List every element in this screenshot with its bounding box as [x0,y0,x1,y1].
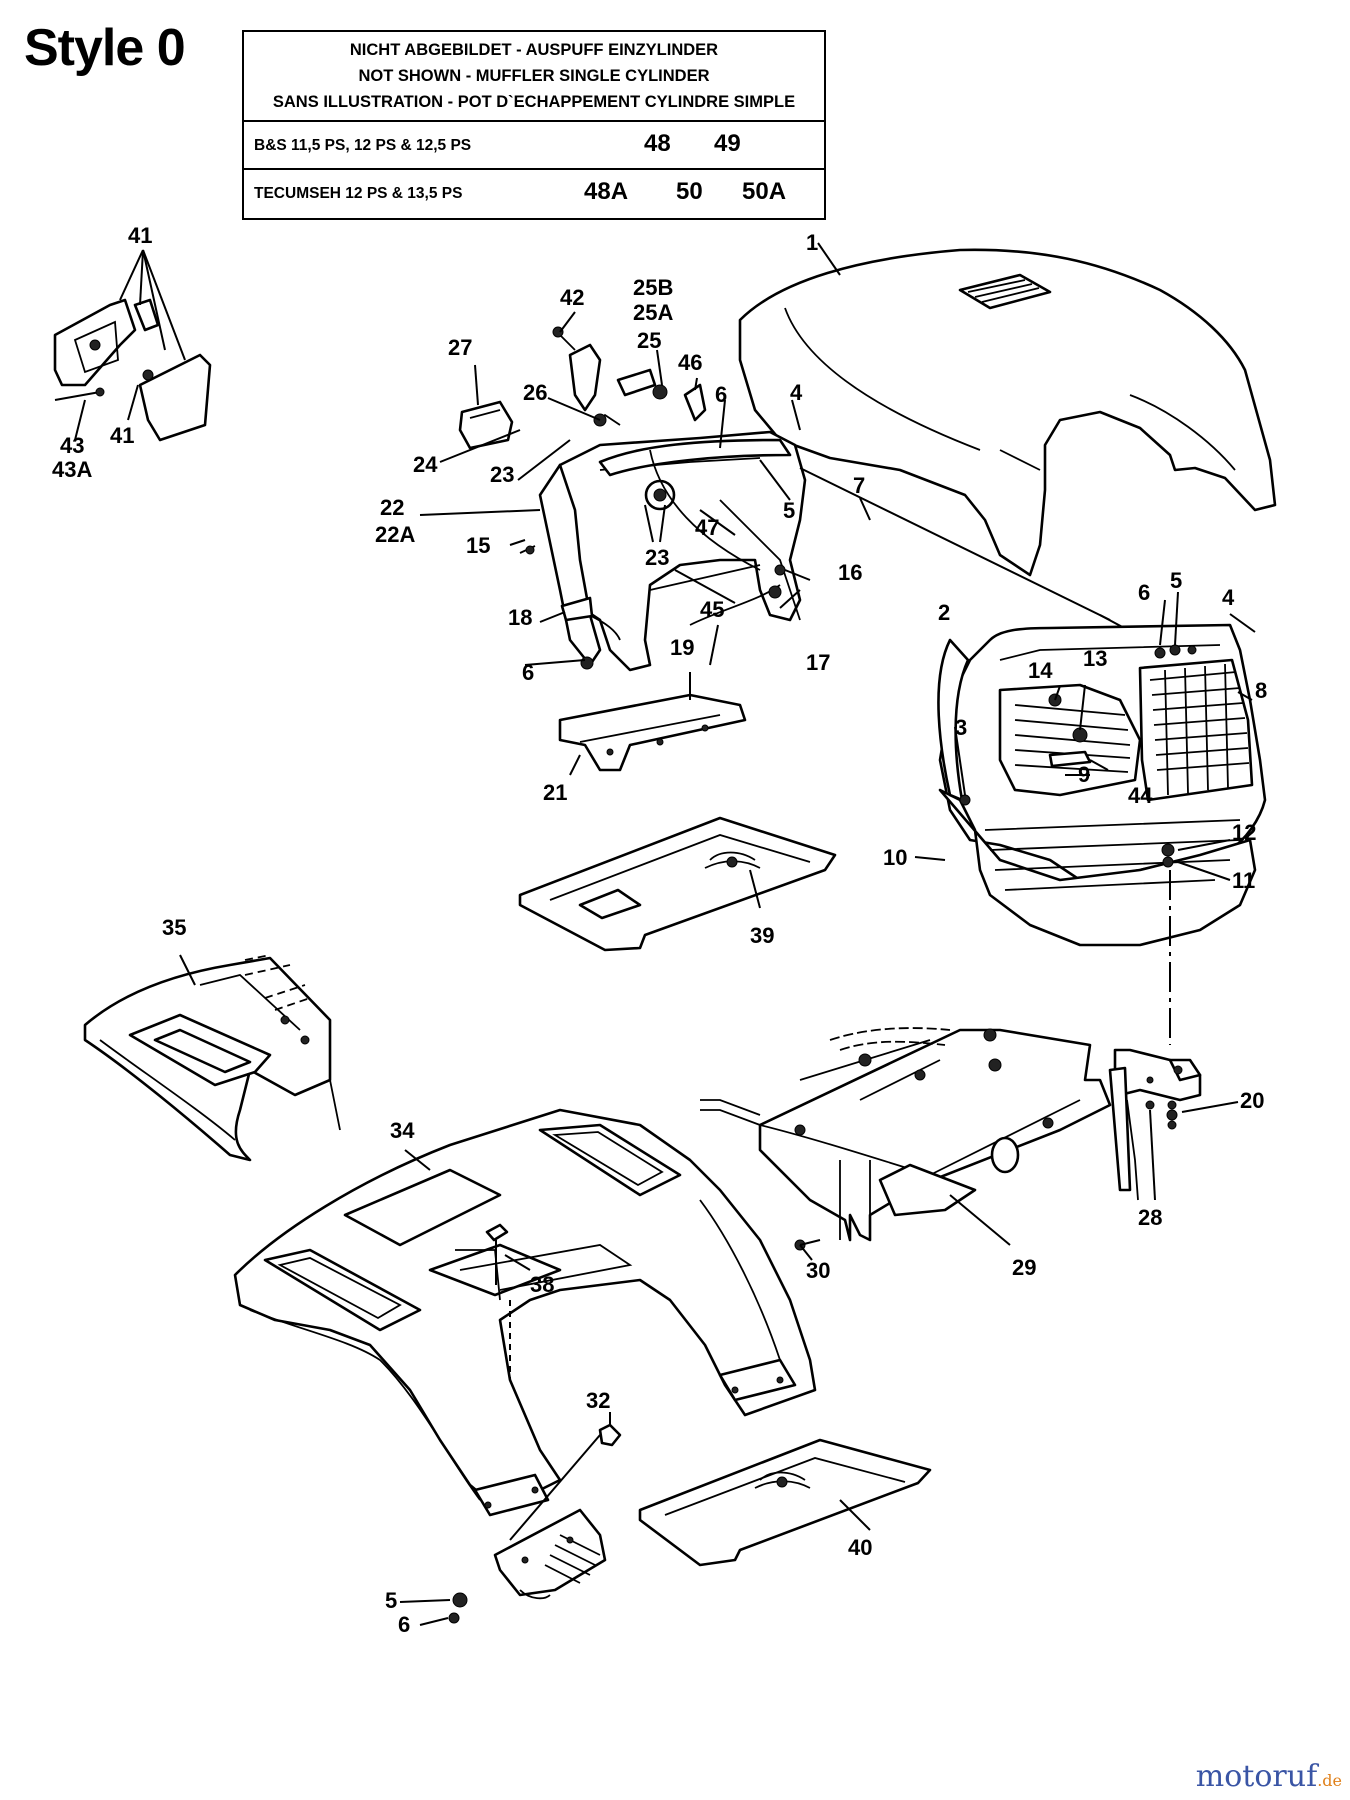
part-49: 49 [714,130,741,157]
callout-25B: 25B [633,275,673,300]
callout-11: 11 [1232,868,1255,893]
callout-41-leaders [74,249,186,441]
part-50A: 50A [742,178,787,205]
frame-part-29 [700,1027,1202,1251]
callout-34: 34 [390,1118,415,1143]
callout-9: 9 [1078,762,1090,787]
callout-5-c: 5 [385,1588,397,1613]
callout-17: 17 [806,650,830,675]
note-line-de: NICHT ABGEBILDET - AUSPUFF EINZYLINDER [349,41,719,59]
callout-25: 25 [637,328,661,353]
callout-43A: 43A [52,457,92,482]
callout-18: 18 [508,605,532,630]
callout-5-b: 5 [1170,568,1182,593]
callout-2: 2 [938,600,950,625]
bracket-41-assembly [53,298,212,442]
part-48A: 48A [584,178,629,205]
fender-part-34 [233,1108,817,1517]
callout-1: 1 [806,230,818,255]
note-row-bs: B&S 11,5 PS, 12 PS & 12,5 PS 48 49 [244,122,824,170]
callout-32: 32 [586,1388,610,1413]
page-title: Style 0 [24,19,186,77]
callout-labels: 1 2 3 4 4 5 5 5 6 6 6 6 7 8 9 10 11 12 1… [52,223,1267,1637]
callout-16: 16 [838,560,862,585]
plate-part-front [448,1423,622,1624]
callout-23-b: 23 [645,545,669,570]
callout-12: 12 [1232,820,1256,845]
callout-5-a: 5 [783,498,795,523]
cable-part-7 [799,467,1111,621]
callout-10: 10 [883,845,907,870]
callout-6-b: 6 [1138,580,1150,605]
callout-27: 27 [448,335,472,360]
callout-39: 39 [750,923,774,948]
callout-6-a: 6 [715,382,727,407]
watermark-brand: motoruf [1195,1759,1318,1794]
not-shown-note-table: NICHT ABGEBILDET - AUSPUFF EINZYLINDER N… [242,30,826,220]
callout-30: 30 [806,1258,830,1283]
callout-44: 44 [1128,783,1153,808]
callout-25A: 25A [633,300,673,325]
callout-3: 3 [955,715,967,740]
callout-21: 21 [543,780,567,805]
engine-tecumseh: TECUMSEH 12 PS & 13,5 PS [254,185,463,202]
watermark-suffix: .de [1317,1771,1342,1790]
callout-38: 38 [530,1272,554,1297]
callout-47: 47 [695,515,719,540]
note-line-en: NOT SHOWN - MUFFLER SINGLE CYLINDER [358,67,710,85]
part-50: 50 [676,178,703,205]
throttle-lever-parts [552,326,707,427]
footplate-part-39 [518,816,837,952]
note-header: NICHT ABGEBILDET - AUSPUFF EINZYLINDER N… [244,32,824,122]
callout-20: 20 [1240,1088,1264,1113]
callout-4-b: 4 [1222,585,1235,610]
control-rods [519,449,801,670]
note-row-tecumseh: TECUMSEH 12 PS & 13,5 PS 48A 50 50A [244,170,824,218]
callout-46: 46 [678,350,702,375]
dashboard-part-22 [538,430,807,672]
callout-8: 8 [1255,678,1267,703]
callout-35: 35 [162,915,186,940]
callout-22: 22 [380,495,404,520]
footplate-part-40 [638,1438,932,1567]
callout-19: 19 [670,635,694,660]
callout-26: 26 [523,380,547,405]
callout-41-b: 41 [110,423,134,448]
callout-22A: 22A [375,522,415,547]
callout-42: 42 [560,285,584,310]
callout-29: 29 [1012,1255,1036,1280]
bracket-part-21 [558,693,747,772]
engine-bs: B&S 11,5 PS, 12 PS & 12,5 PS [254,137,472,154]
callout-23-a: 23 [490,462,514,487]
callout-6-c: 6 [522,660,534,685]
part-48: 48 [644,130,671,157]
callout-7: 7 [853,473,865,498]
switch-part-27 [458,400,514,450]
callout-15: 15 [466,533,490,558]
watermark-logo: motoruf.de [1196,1759,1342,1794]
callout-14: 14 [1028,658,1053,683]
grille-part-8-10 [937,623,1267,947]
callout-43: 43 [60,433,84,458]
callout-28: 28 [1138,1205,1162,1230]
fender-part-35 [83,954,341,1162]
hood-part-1 [738,248,1277,577]
callout-4-a: 4 [790,380,803,405]
note-line-fr: SANS ILLUSTRATION - POT D`ECHAPPEMENT CY… [272,93,796,111]
callout-41-a: 41 [128,223,152,248]
callout-45: 45 [700,597,724,622]
callout-24: 24 [413,452,438,477]
callout-40: 40 [848,1535,872,1560]
callout-6-d: 6 [398,1612,410,1637]
callout-13: 13 [1083,646,1107,671]
callout-leaders [179,242,1256,1626]
